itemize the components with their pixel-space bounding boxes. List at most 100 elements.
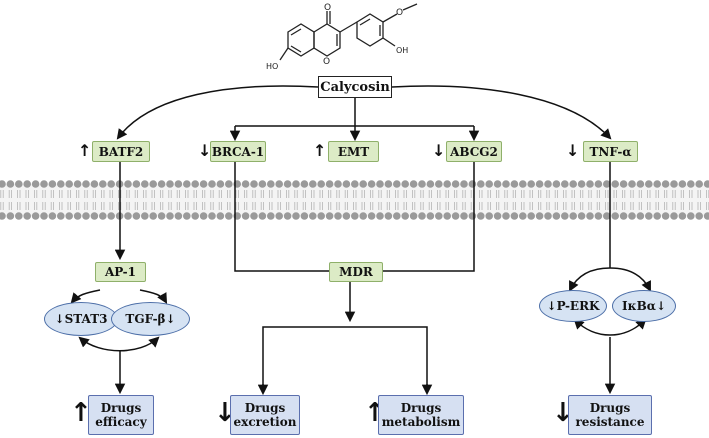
lipid-head	[132, 212, 141, 220]
lipid-tail	[294, 202, 298, 210]
lipid-head	[393, 212, 401, 220]
lipid-tail	[554, 190, 558, 198]
lipid-head	[342, 180, 351, 188]
resistance-line2: resistance	[575, 415, 645, 429]
lipid-tail	[210, 202, 214, 210]
lipid-tail	[25, 190, 29, 198]
lipid-tail	[588, 202, 592, 210]
lipid-head	[401, 180, 410, 188]
excretion-line1: Drugs	[244, 401, 286, 415]
lipid-head	[300, 212, 309, 220]
lipid-head	[628, 180, 636, 188]
lipid-tail	[17, 190, 21, 198]
lipid-head	[73, 180, 82, 188]
lipid-head	[174, 180, 183, 188]
lipid-head	[124, 212, 132, 220]
lipid-tail	[655, 202, 659, 210]
lipid-tail	[0, 202, 4, 210]
lipid-tail	[118, 202, 122, 210]
brca1-down-arrow-icon: ↓	[198, 141, 212, 160]
lipid-head	[477, 180, 485, 188]
lipid-head	[65, 180, 73, 188]
lipid-head	[502, 212, 510, 220]
lipid-head	[351, 212, 359, 220]
lipid-head	[569, 180, 577, 188]
lipid-head	[48, 180, 57, 188]
lipid-tail	[277, 190, 281, 198]
stat3-down-arrow-icon: ↓	[54, 312, 65, 326]
lipid-tail	[613, 190, 617, 198]
connector-calycosin-batf2	[116, 85, 319, 140]
lipid-head	[183, 180, 191, 188]
lipid-tail	[428, 190, 432, 198]
lipid-head	[57, 212, 65, 220]
lipid-tail	[311, 190, 315, 198]
lipid-head	[510, 180, 519, 188]
lipid-tail	[538, 202, 542, 210]
lipid-tail	[269, 190, 273, 198]
lipid-head	[225, 180, 233, 188]
tnfa-node: TNF-α	[583, 141, 638, 162]
lipid-tail	[344, 190, 348, 198]
emt-label: EMT	[337, 144, 370, 159]
lipid-head	[216, 180, 225, 188]
lipid-head	[40, 212, 48, 220]
lipid-head	[653, 212, 661, 220]
lipid-tail	[101, 202, 105, 210]
lipid-head	[141, 212, 149, 220]
lipid-tail	[378, 202, 382, 210]
lipid-tail	[118, 190, 122, 198]
lipid-head	[292, 212, 300, 220]
lipid-tail	[244, 202, 248, 210]
lipid-head	[603, 212, 611, 220]
lipid-head	[267, 180, 275, 188]
lipid-head	[443, 180, 452, 188]
lipid-head	[6, 212, 15, 220]
lipid-head	[678, 180, 687, 188]
emt-up-arrow-icon: ↑	[313, 141, 327, 160]
calycosin-label: Calycosin	[320, 79, 390, 95]
lipid-head	[216, 212, 225, 220]
lipid-tail	[328, 190, 332, 198]
lipid-tail	[185, 190, 189, 198]
tgfb-node: TGF-β↓	[111, 302, 190, 336]
lipid-tail	[294, 190, 298, 198]
lipid-head	[544, 212, 552, 220]
stat3-node: ↓STAT3	[44, 302, 118, 336]
lipid-head	[31, 212, 40, 220]
lipid-head	[283, 212, 292, 220]
tgfb-label: TGF-β	[125, 312, 166, 326]
lipid-head	[334, 212, 342, 220]
lipid-tail	[655, 190, 659, 198]
lipid-head	[149, 180, 157, 188]
calycosin-node: Calycosin	[318, 76, 392, 98]
lipid-tail	[689, 190, 693, 198]
lipid-tail	[92, 190, 96, 198]
lipid-tail	[269, 202, 273, 210]
lipid-head	[577, 180, 586, 188]
efficacy-up-arrow-icon: ↑	[70, 398, 92, 428]
lipid-tail	[319, 202, 323, 210]
lipid-head	[376, 180, 384, 188]
emt-node: EMT	[328, 141, 379, 162]
lipid-tail	[336, 190, 340, 198]
lipid-tail	[529, 202, 533, 210]
lipid-head	[250, 212, 258, 220]
lipid-tail	[319, 190, 323, 198]
lipid-head	[519, 180, 527, 188]
lipid-tail	[134, 190, 138, 198]
membrane-core	[0, 184, 709, 216]
lipid-tail	[538, 190, 542, 198]
connector-ap1-tgfb	[139, 289, 168, 304]
metabolism-line1: Drugs	[400, 401, 442, 415]
lipid-head	[695, 180, 703, 188]
lipid-head	[334, 180, 342, 188]
lipid-tail	[512, 202, 516, 210]
carbonyl-oxygen-label: O	[324, 3, 331, 13]
lipid-tail	[67, 190, 71, 198]
lipid-tail	[235, 202, 239, 210]
batf2-node: BATF2	[92, 141, 150, 162]
lipid-tail	[302, 202, 306, 210]
lipid-tail	[378, 190, 382, 198]
lipid-head	[619, 212, 628, 220]
